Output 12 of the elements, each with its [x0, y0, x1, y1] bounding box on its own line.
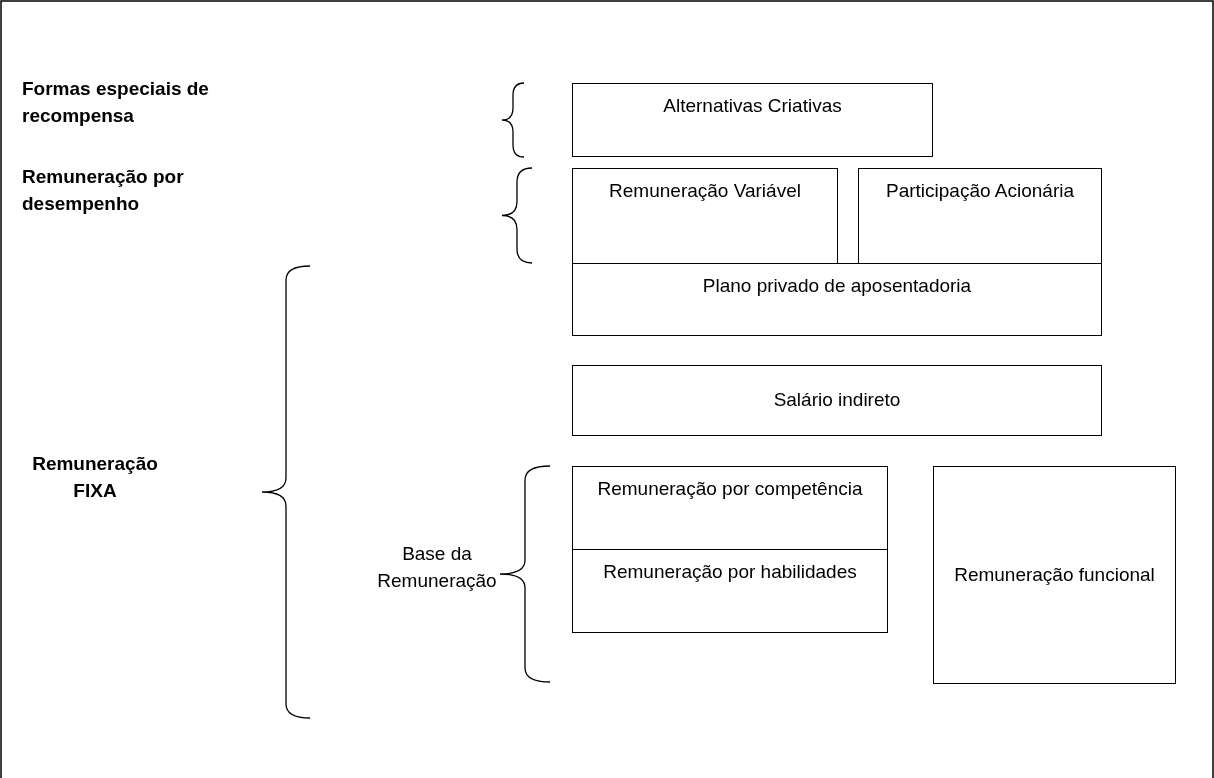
- section-heading: Remuneração por desempenho: [22, 165, 185, 216]
- category-box: Participação Acionária: [858, 168, 1102, 264]
- category-box: Remuneração funcional: [933, 466, 1176, 684]
- category-box: Alternativas Criativas: [572, 83, 933, 157]
- group-label: Base da Remuneração: [376, 542, 498, 593]
- section-heading: Formas especiais de recompensa: [22, 77, 210, 128]
- category-box: Remuneração Variável: [572, 168, 838, 264]
- category-box: Remuneração por competência: [572, 466, 888, 550]
- category-box: Plano privado de aposentadoria: [572, 263, 1102, 336]
- section-heading: Remuneração FIXA: [31, 452, 159, 503]
- category-box: Salário indireto: [572, 365, 1102, 436]
- category-box: Remuneração por habilidades: [572, 549, 888, 633]
